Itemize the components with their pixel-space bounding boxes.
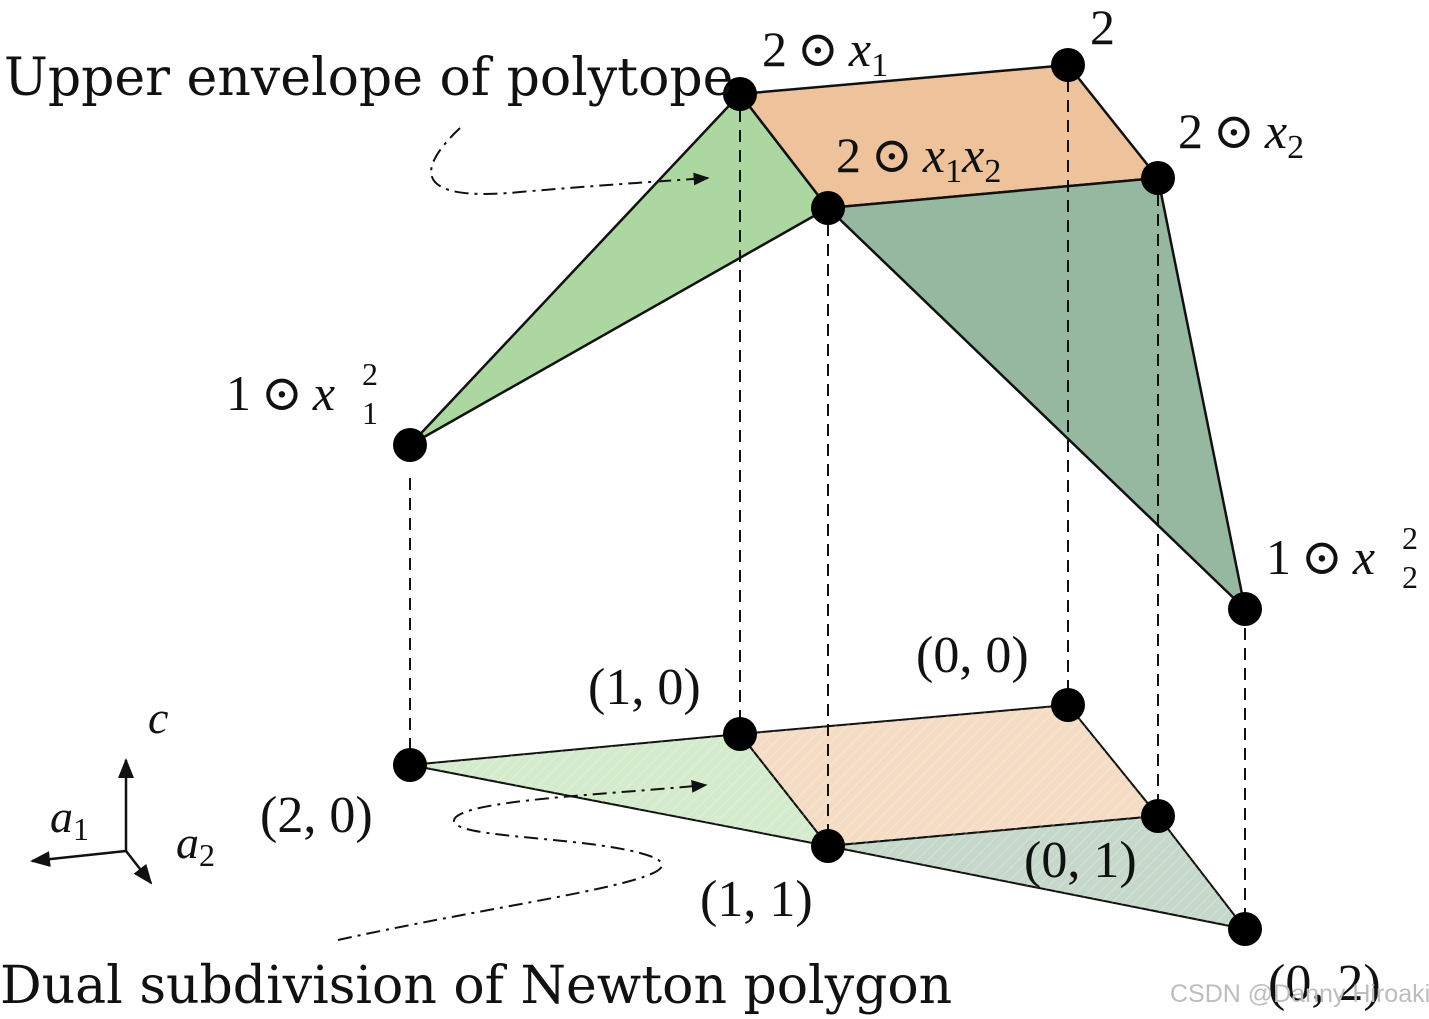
axis-label-a2: a2 (176, 817, 215, 873)
label-00: (0, 0) (916, 627, 1029, 684)
label-01: (0, 1) (1024, 832, 1137, 889)
lower-pointer-curve (337, 779, 708, 941)
vertex-11 (811, 829, 845, 863)
upper-face-dark-green (826, 176, 1247, 611)
label-1x2sq-sub: 2 (1402, 559, 1418, 595)
upper-vertices (393, 48, 1262, 626)
vertex-2 (1051, 48, 1085, 82)
label-1x1sq-sub: 1 (362, 395, 378, 431)
watermark: CSDN @Danny Hiroaki (1170, 980, 1429, 1008)
axis-label-a1: a1 (50, 791, 89, 847)
label-2: 2 (1090, 0, 1115, 55)
label-11: (1, 1) (700, 871, 813, 928)
vertex-2x1x2 (811, 191, 845, 225)
vertex-10 (723, 717, 757, 751)
projection-lines (409, 80, 1246, 914)
label-2x2: 2⊙x2 (1178, 103, 1304, 166)
label-02: (0, 2) (1268, 955, 1381, 1012)
vertex-00 (1051, 688, 1085, 722)
vertex-01 (1141, 799, 1175, 833)
vertex-2x1 (723, 77, 757, 111)
upper-face-left-green (408, 92, 830, 447)
label-1x1sq-sup: 2 (362, 356, 378, 392)
vertex-02 (1228, 912, 1262, 946)
axes-triad (30, 758, 153, 885)
label-1x2sq: 1⊙x (1266, 529, 1375, 585)
axis-label-c: c (148, 692, 168, 743)
upper-pointer-curve (430, 127, 710, 195)
vertex-1x1sq (393, 428, 427, 462)
label-1x1sq: 1⊙x (226, 365, 335, 421)
label-2x1: 2⊙x1 (762, 21, 888, 84)
caption-dual-subdivision: Dual subdivision of Newton polygon (0, 956, 952, 1016)
vertex-1x2sq (1228, 592, 1262, 626)
label-10: (1, 0) (588, 659, 701, 716)
vertex-20 (393, 748, 427, 782)
lower-vertices (393, 688, 1262, 946)
label-2x1x2: 2⊙x1x2 (836, 127, 1001, 190)
label-1x2sq-sup: 2 (1402, 520, 1418, 556)
vertex-2x2 (1141, 161, 1175, 195)
caption-upper-envelope: Upper envelope of polytope (4, 48, 733, 108)
label-20: (2, 0) (260, 787, 373, 844)
